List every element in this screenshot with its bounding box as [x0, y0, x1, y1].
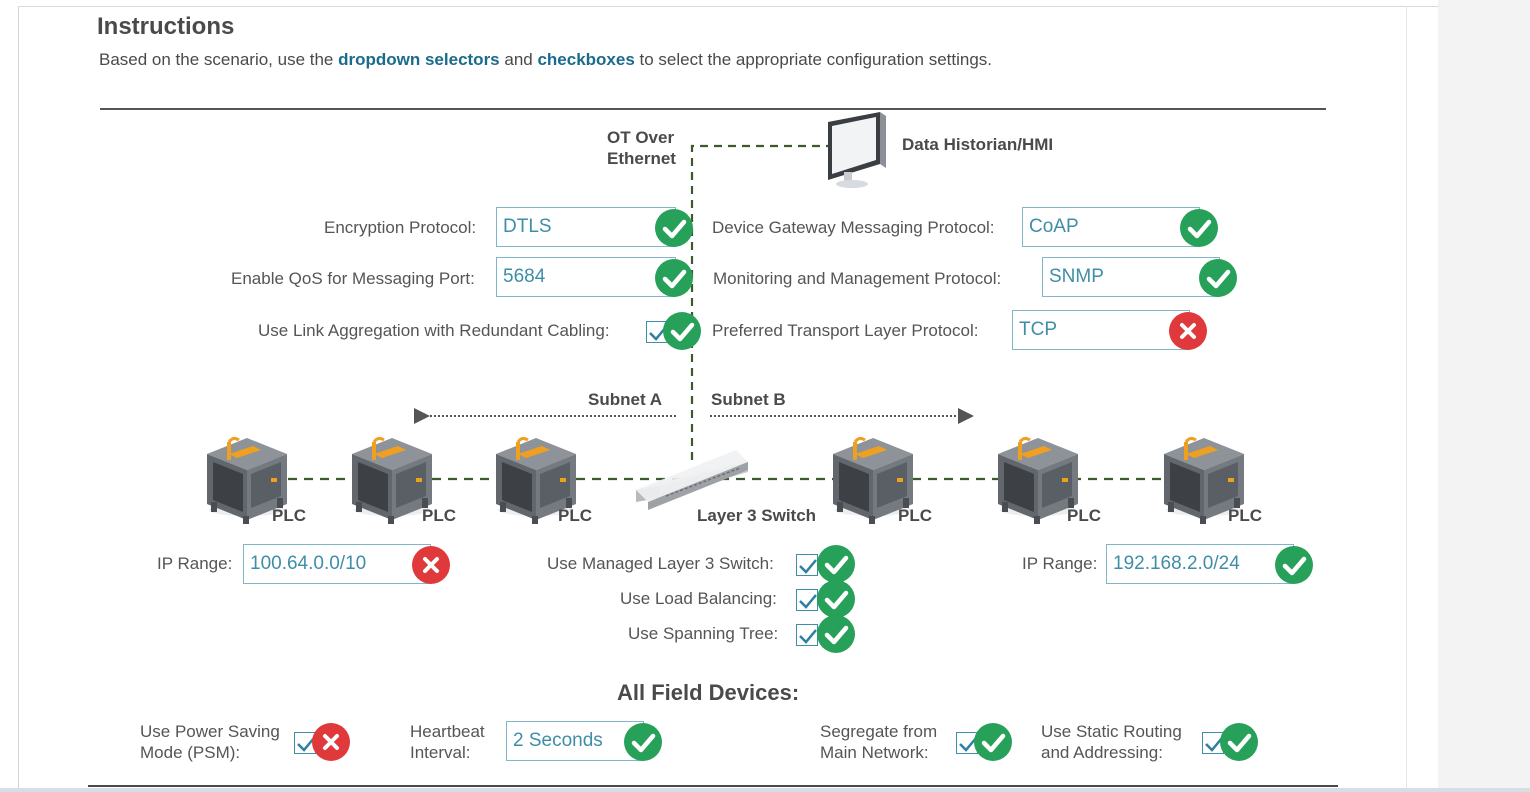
layer3-switch-icon — [636, 450, 748, 510]
incorrect-x-icon — [312, 723, 350, 761]
plc-label-6: PLC — [1228, 506, 1262, 525]
plc-label-2: PLC — [422, 506, 456, 525]
load-balancing-label: Use Load Balancing: — [620, 589, 777, 608]
instructions-text: Based on the scenario, use the dropdown … — [99, 50, 992, 70]
page-title: Instructions — [97, 13, 235, 40]
top-border — [18, 6, 1438, 7]
link-aggregation-label: Use Link Aggregation with Redundant Cabl… — [258, 321, 610, 340]
field-devices-title: All Field Devices: — [617, 680, 800, 705]
bottom-divider — [88, 785, 1338, 787]
subnet-b-label: Subnet B — [711, 390, 786, 409]
monitoring-protocol-label: Monitoring and Management Protocol: — [713, 269, 1002, 288]
gateway-protocol-dropdown[interactable]: CoAP — [1022, 207, 1200, 247]
gateway-protocol-label: Device Gateway Messaging Protocol: — [712, 218, 995, 237]
subnet-b-ip-dropdown[interactable]: 192.168.2.0/24 — [1106, 544, 1294, 584]
computer-icon — [828, 112, 886, 188]
load-balancing-checkbox[interactable] — [796, 589, 818, 611]
correct-check-icon — [655, 259, 693, 297]
instruction-suffix: to select the appropriate configuration … — [634, 50, 993, 69]
managed-switch-checkbox[interactable] — [796, 554, 818, 576]
segregate-checkbox[interactable] — [956, 732, 978, 754]
correct-check-icon — [1180, 209, 1218, 247]
switch-label: Layer 3 Switch — [697, 506, 817, 525]
qos-port-label: Enable QoS for Messaging Port: — [231, 269, 475, 288]
correct-check-icon — [1199, 259, 1237, 297]
instruction-mid: and — [499, 50, 538, 69]
subnet-a-label: Subnet A — [588, 390, 662, 409]
incorrect-x-icon — [1169, 312, 1207, 350]
spanning-tree-label: Use Spanning Tree: — [628, 624, 779, 643]
correct-check-icon — [1220, 723, 1258, 761]
transport-protocol-dropdown[interactable]: TCP — [1012, 310, 1190, 350]
right-border — [1406, 6, 1407, 792]
correct-check-icon — [1275, 546, 1313, 584]
plc-label-1: PLC — [272, 506, 306, 525]
instruction-prefix: Based on the scenario, use the — [99, 50, 339, 69]
plc-icon-5 — [996, 436, 1080, 526]
encryption-protocol-dropdown[interactable]: DTLS — [496, 207, 676, 247]
checkboxes-emphasis: checkboxes — [537, 50, 635, 69]
heartbeat-interval-dropdown[interactable]: 2 Seconds — [506, 721, 644, 761]
historian-label: Data Historian/HMI — [902, 135, 1054, 154]
incorrect-x-icon — [412, 546, 450, 584]
correct-check-icon — [817, 545, 855, 583]
dropdown-selectors-emphasis: dropdown selectors — [338, 50, 500, 69]
encryption-protocol-label: Encryption Protocol: — [324, 218, 477, 237]
correct-check-icon — [663, 312, 701, 350]
subnet-b-ip-label: IP Range: — [1022, 554, 1098, 573]
left-border — [18, 6, 19, 792]
plc-label-3: PLC — [558, 506, 592, 525]
plc-label-5: PLC — [1067, 506, 1101, 525]
managed-switch-label: Use Managed Layer 3 Switch: — [547, 554, 774, 573]
subnet-a-ip-label: IP Range: — [157, 554, 233, 573]
ot-ethernet-link — [690, 144, 828, 460]
qos-port-dropdown[interactable]: 5684 — [496, 257, 676, 297]
transport-protocol-label: Preferred Transport Layer Protocol: — [712, 321, 979, 340]
top-divider — [100, 108, 1326, 110]
correct-check-icon — [655, 209, 693, 247]
plc-icon-2 — [350, 436, 434, 526]
subnet-a-ip-dropdown[interactable]: 100.64.0.0/10 — [243, 544, 431, 584]
bottom-scroll-strip — [0, 788, 1530, 792]
correct-check-icon — [624, 723, 662, 761]
plc-label-4: PLC — [898, 506, 932, 525]
spanning-tree-checkbox[interactable] — [796, 624, 818, 646]
correct-check-icon — [817, 580, 855, 618]
monitoring-protocol-dropdown[interactable]: SNMP — [1042, 257, 1220, 297]
correct-check-icon — [974, 723, 1012, 761]
correct-check-icon — [817, 615, 855, 653]
right-gutter — [1438, 0, 1530, 792]
